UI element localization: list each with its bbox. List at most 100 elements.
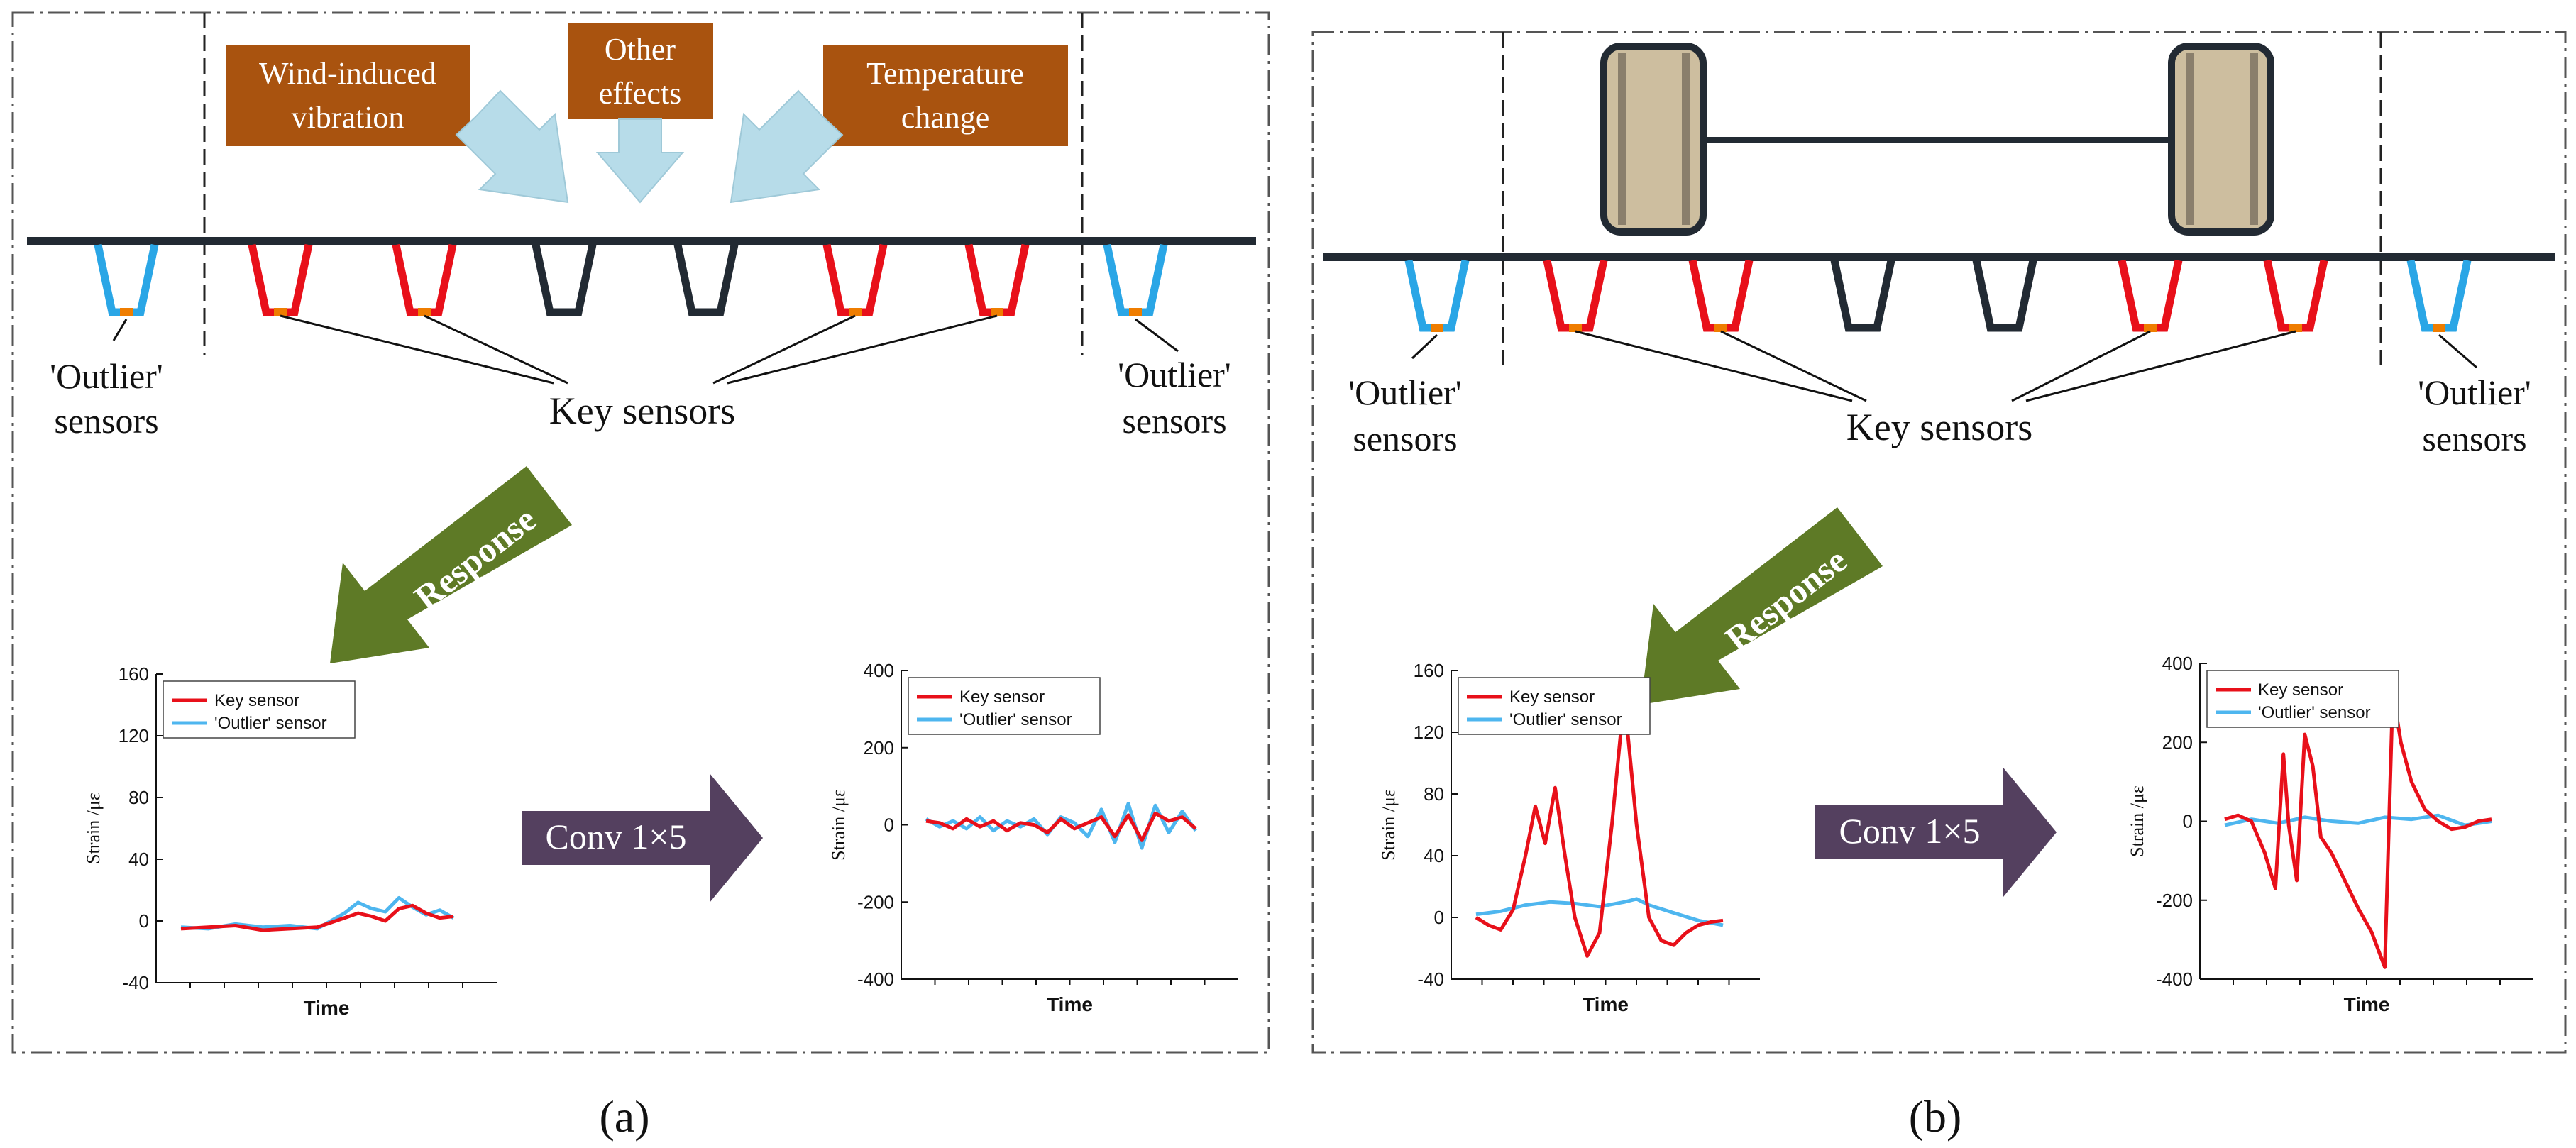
panel-a-left-outlier-leader [112,319,128,341]
panel-b-key-sensor-6 [2263,259,2328,332]
effect-arrow-temperature [730,89,844,204]
panel-b-key-sensor-5-gauge [2144,324,2157,332]
panel-a-outlier-sensor-7 [1103,243,1168,316]
y-tick-label: 0 [1434,907,1444,928]
effect-other-line2: effects [599,76,681,111]
legend-box [2206,670,2399,728]
panel-a-right-outlier-leader [1135,318,1179,353]
panel-a-response-arrow: Response [330,466,572,663]
panel-a-key-sensor-6-gauge [991,308,1003,316]
series-outlier-sensor-line [2224,813,2492,827]
panel-b: 'Outlier' sensors 'Outlier' sensors Key … [1311,31,2567,1142]
panel-b-conv-label: Conv 1×5 [1839,811,1980,851]
panel-b-key-sensor-2-gauge [1714,324,1727,332]
y-tick-label: -40 [1417,968,1444,990]
panel-b-left-outlier-label-2: sensors [1353,419,1457,458]
panel-a-key-sensor-5 [822,243,888,316]
panel-b-right-outlier-label-2: sensors [2422,419,2526,458]
vehicle-wheel-right-rim [2186,53,2194,225]
y-tick-label: 120 [119,725,149,746]
legend-box [908,677,1101,735]
panel-b-outlier-sensor-0 [1404,259,1470,332]
x-axis-label: Time [1047,993,1093,1015]
series-outlier-sensor-line [180,895,455,931]
panel-a-key-leader-1 [280,314,554,385]
panel-b-key-leader-3 [2011,330,2151,402]
effect-wind-line2: vibration [292,100,404,135]
vehicle-wheel-left [1600,43,1707,236]
series-outlier-sensor-line [1475,897,1724,927]
y-tick-label: 80 [128,787,149,808]
legend-label: 'Outlier' sensor [2258,703,2371,722]
panel-a-outlier-sensor-0-gauge [120,308,133,316]
y-tick-label: 40 [1424,845,1444,866]
y-tick-label: 40 [128,849,149,870]
legend-label: 'Outlier' sensor [1509,710,1622,729]
effect-box-temperature: Temperature change [823,45,1068,146]
panel-a-neutral-sensor-4 [673,243,739,316]
legend-label: Key sensor [959,688,1045,707]
effect-arrow-wind [455,89,569,204]
panel-b-key-sensor-5 [2118,259,2183,332]
panel-a-outlier-sensor-7-gauge [1129,308,1142,316]
y-tick-label: 0 [884,815,894,836]
y-tick-label: -400 [857,968,894,990]
effect-temp-line1: Temperature [866,56,1024,91]
panel-b-right-outlier-leader [2438,333,2477,369]
effect-arrow-other [595,118,685,204]
panel-a-key-leader-2 [424,314,568,385]
panel-a-sensors [94,243,1179,385]
panel-a-key-sensor-2 [392,243,457,316]
y-tick-label: -40 [122,972,149,993]
panel-b-conv-arrow-shape [1815,768,2057,897]
vehicle-wheel-left-rim-2 [1682,53,1690,225]
effect-box-temperature-bg [823,45,1068,146]
legend-label: Key sensor [214,691,299,710]
y-tick-label: 400 [864,660,894,681]
y-tick-label: -200 [857,891,894,912]
effect-wind-line1: Wind-induced [259,56,436,91]
y-tick-label: 160 [119,663,149,685]
legend-label: 'Outlier' sensor [959,710,1072,729]
panel-a-key-sensor-1-gauge [274,308,287,316]
panel-b-neutral-sensor-4 [1972,259,2037,332]
y-axis-label: Strain /με [2127,785,2147,857]
y-tick-label: 120 [1414,722,1444,743]
panel-b-left-outlier-leader [1411,333,1438,360]
effect-box-other-bg [568,23,713,119]
series-key-sensor-line [925,811,1197,842]
panel-b-key-leader-2 [1720,330,1867,402]
panel-a-key-sensor-1 [248,243,313,316]
panel-b-caption: (b) [1909,1091,1962,1142]
x-axis-label: Time [2344,993,2390,1015]
panel-a: Wind-induced vibration Other effects Tem… [11,11,1270,1142]
y-axis-label: Strain /με [828,789,849,861]
panel-b-key-sensor-1 [1543,259,1608,332]
panel-a-neutral-sensor-3 [532,243,597,316]
panel-a-key-sensors-label: Key sensors [549,390,735,432]
panel-a-key-leader-4 [727,314,998,385]
effect-box-wind: Wind-induced vibration [226,45,470,146]
panel-a-key-leader-3 [712,314,856,385]
legend-label: Key sensor [2258,680,2343,700]
panel-a-key-sensor-5-gauge [849,308,862,316]
panel-b-key-leader-4 [2025,330,2296,402]
y-tick-label: 0 [2183,811,2193,832]
panel-a-outlier-sensor-0 [94,243,159,316]
x-axis-label: Time [1583,993,1629,1015]
series-key-sensor-line [2224,689,2492,969]
effect-other-line1: Other [605,32,676,67]
y-tick-label: -200 [2156,890,2193,911]
panel-b-left-outlier-label-1: 'Outlier' [1348,372,1462,412]
panel-a-border [11,11,1270,1054]
effect-box-other: Other effects [568,23,713,119]
y-tick-label: 80 [1424,783,1444,805]
series-key-sensor-line [180,903,454,932]
y-tick-label: 0 [139,910,149,932]
panel-a-conv-arrow-shape [522,773,763,903]
panel-a-response-arrow-shape [330,466,572,663]
